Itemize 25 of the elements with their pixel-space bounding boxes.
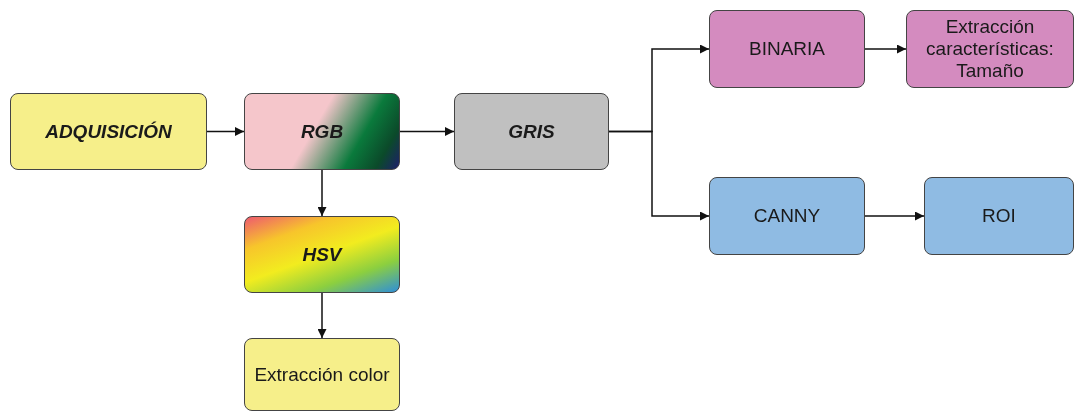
box-label: HSV (302, 242, 342, 267)
process-box (244, 93, 400, 170)
arrow (864, 44, 907, 54)
arrow (317, 292, 327, 339)
process-box (709, 177, 865, 255)
box-label: GRIS (508, 119, 555, 144)
process-box (244, 338, 400, 411)
arrow (864, 211, 925, 221)
arrow (399, 127, 455, 136)
box-label: Extracción color (254, 363, 390, 386)
process-box (906, 10, 1074, 88)
box-label: CANNY (753, 205, 821, 227)
process-box (10, 93, 207, 170)
box-label: RGB (300, 119, 344, 144)
arrow (608, 130, 710, 221)
box-label: BINARIA (749, 38, 825, 60)
arrow (206, 127, 245, 136)
process-box (709, 10, 865, 88)
box-label: ROI (982, 205, 1016, 227)
process-box (924, 177, 1074, 255)
process-box (244, 216, 400, 293)
box-label: Extracción características: Tamaño (925, 16, 1055, 82)
process-box (454, 93, 609, 170)
arrow (317, 169, 327, 217)
box-label: ADQUISICIÓN (45, 119, 172, 144)
